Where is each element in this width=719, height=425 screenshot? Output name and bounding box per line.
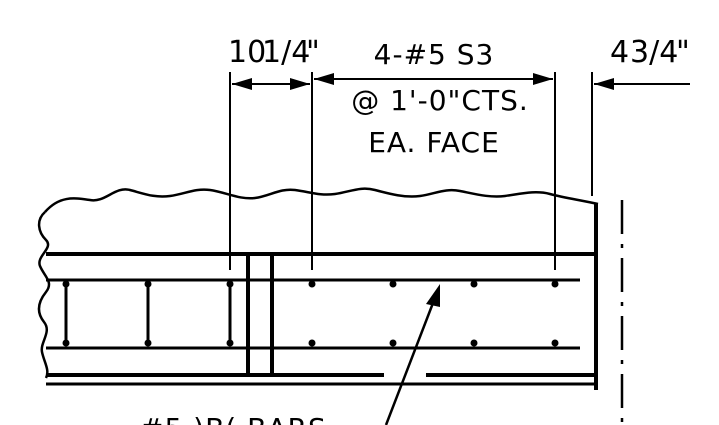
bar-callout-line2: @ 1'-0"CTS. xyxy=(351,84,529,117)
bottom-bar-label: #5 )B( BARS xyxy=(140,412,327,425)
leader-line xyxy=(384,289,440,425)
dimension-right-whole: 4 xyxy=(610,35,629,70)
arrowhead xyxy=(232,78,252,90)
arrowhead xyxy=(314,73,334,85)
bar-dots-top xyxy=(62,280,559,288)
arrowhead xyxy=(290,78,310,90)
dimension-left-fraction: 1/4 xyxy=(262,35,310,70)
bar-dots-bottom xyxy=(62,339,559,347)
dimension-right-fraction: 3/4 xyxy=(630,35,678,70)
break-line-top xyxy=(44,187,599,213)
leader-arrowhead xyxy=(426,284,440,307)
bar-callout-line3: EA. FACE xyxy=(368,126,500,159)
bar-callout-line1: 4-#5 S3 xyxy=(374,38,495,71)
break-line-left xyxy=(37,211,51,379)
dimension-right-unit: " xyxy=(676,35,690,70)
dimension-left-whole: 10 xyxy=(228,35,266,70)
arrowhead xyxy=(594,78,614,90)
arrowhead xyxy=(533,73,553,85)
dimension-left-unit: " xyxy=(306,35,320,70)
